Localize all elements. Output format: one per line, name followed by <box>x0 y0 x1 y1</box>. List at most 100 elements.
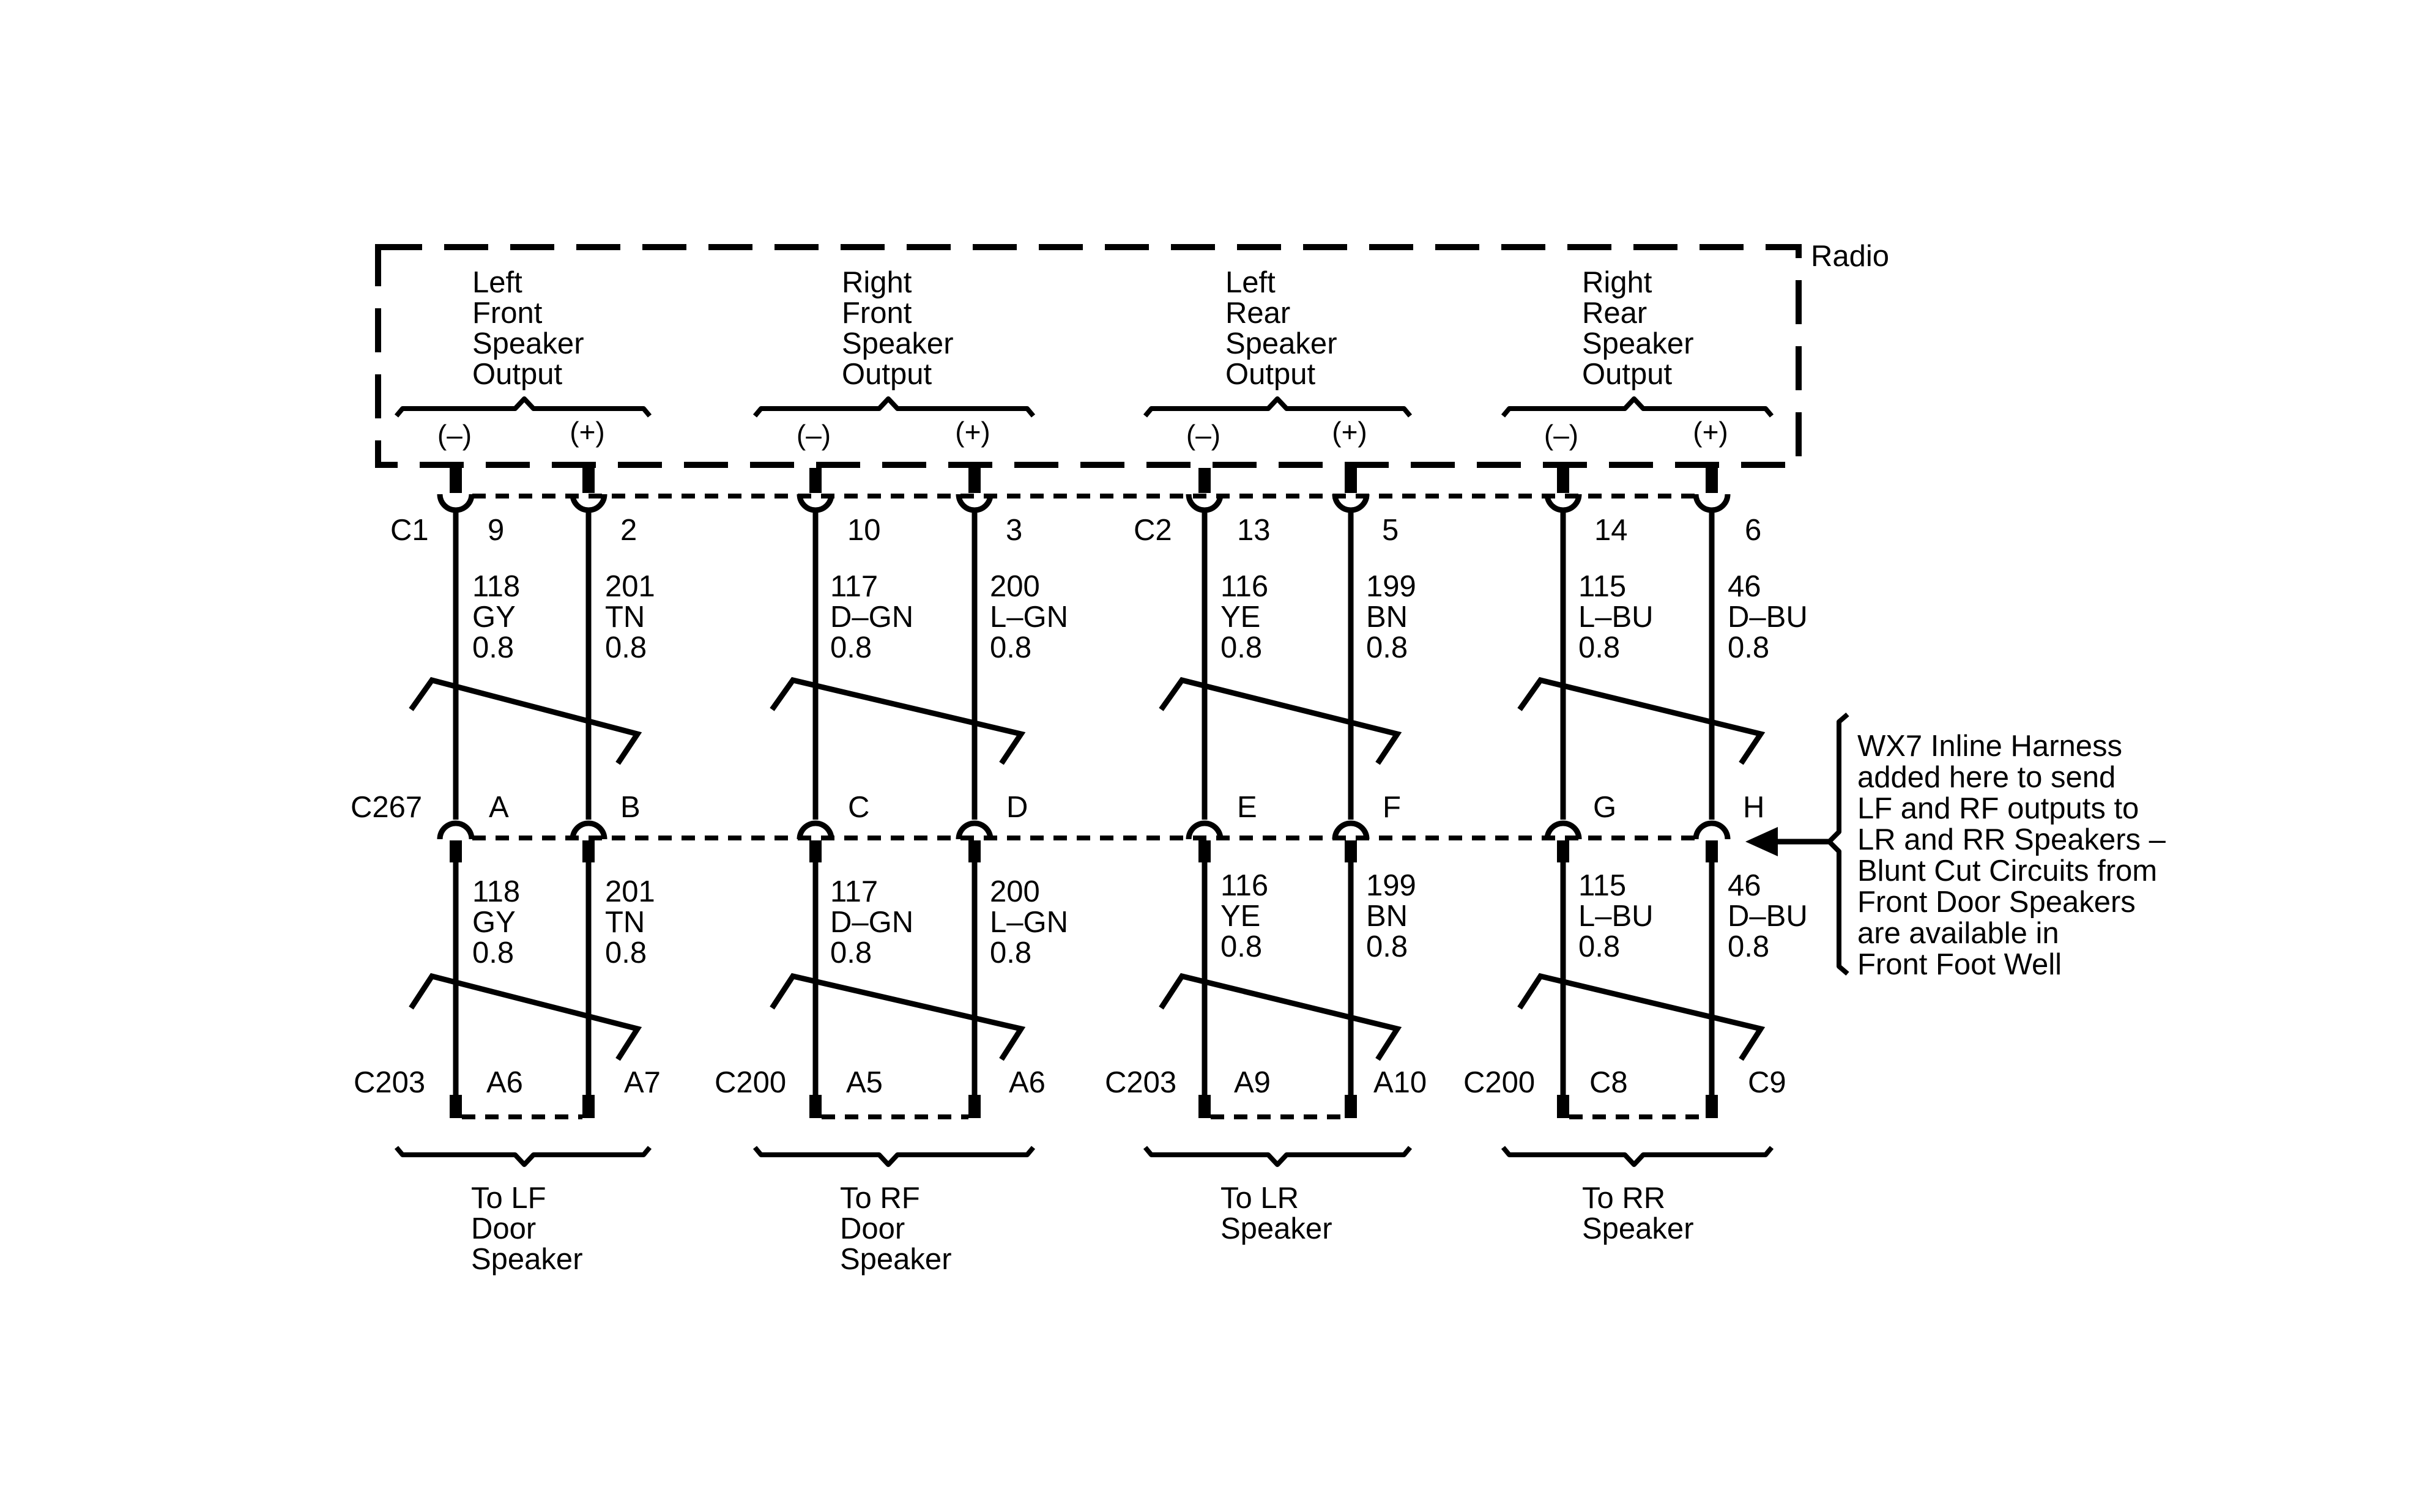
svg-text:2: 2 <box>620 514 637 547</box>
svg-text:200: 200 <box>990 875 1040 908</box>
svg-text:Speaker: Speaker <box>1225 327 1337 360</box>
svg-text:Output: Output <box>1582 358 1672 391</box>
bottom-braces <box>394 1146 1774 1167</box>
svg-text:0.8: 0.8 <box>605 936 647 969</box>
svg-text:6: 6 <box>1745 514 1761 547</box>
svg-text:(–): (–) <box>437 419 472 451</box>
radio-terminals <box>437 468 1731 513</box>
svg-text:D–GN: D–GN <box>830 906 913 939</box>
svg-text:Door: Door <box>840 1212 905 1245</box>
svg-text:C203: C203 <box>354 1066 425 1099</box>
svg-text:D–BU: D–BU <box>1728 900 1808 933</box>
svg-text:Speaker: Speaker <box>840 1243 952 1276</box>
svg-text:Left: Left <box>472 266 522 299</box>
svg-text:Right: Right <box>1582 266 1652 299</box>
svg-text:5: 5 <box>1382 514 1399 547</box>
svg-text:118: 118 <box>472 570 520 603</box>
svg-text:A7: A7 <box>624 1066 661 1099</box>
output-label-rr: Right Rear Speaker Output <box>1582 266 1694 391</box>
svg-text:Front Door Speakers: Front Door Speakers <box>1857 886 2136 919</box>
svg-text:G: G <box>1593 791 1616 824</box>
svg-text:0.8: 0.8 <box>1366 930 1408 963</box>
svg-text:0.8: 0.8 <box>472 936 514 969</box>
svg-text:0.8: 0.8 <box>830 936 872 969</box>
svg-text:A: A <box>489 791 509 824</box>
svg-text:115: 115 <box>1578 570 1626 603</box>
svg-text:115: 115 <box>1578 869 1626 902</box>
svg-text:0.8: 0.8 <box>1728 631 1769 664</box>
svg-text:200: 200 <box>990 570 1040 603</box>
destination-rf: To RF Door Speaker <box>840 1182 952 1276</box>
svg-text:Speaker: Speaker <box>1220 1212 1332 1245</box>
inline-pin-labels: A B C D E F G H <box>489 791 1764 824</box>
connector-c1: C1 <box>390 514 429 547</box>
svg-text:L–BU: L–BU <box>1578 601 1654 634</box>
lower-twist-symbols <box>409 973 1766 1061</box>
svg-text:Output: Output <box>842 358 932 391</box>
svg-text:To LR: To LR <box>1220 1182 1299 1215</box>
svg-text:0.8: 0.8 <box>1578 631 1620 664</box>
svg-text:10: 10 <box>847 514 881 547</box>
svg-text:A10: A10 <box>1373 1066 1427 1099</box>
svg-text:116: 116 <box>1220 570 1268 603</box>
svg-text:(–): (–) <box>1186 419 1220 451</box>
svg-text:L–GN: L–GN <box>990 601 1068 634</box>
svg-text:C200: C200 <box>715 1066 786 1099</box>
svg-text:0.8: 0.8 <box>1728 930 1769 963</box>
svg-text:F: F <box>1383 791 1401 824</box>
svg-text:C203: C203 <box>1105 1066 1176 1099</box>
radio-enclosure <box>375 244 1802 468</box>
note-brace <box>1827 712 1849 976</box>
svg-text:B: B <box>620 791 641 824</box>
svg-text:Front: Front <box>842 297 912 330</box>
svg-text:(–): (–) <box>797 419 831 451</box>
svg-text:0.8: 0.8 <box>1366 631 1408 664</box>
svg-text:Blunt Cut Circuits from: Blunt Cut Circuits from <box>1857 854 2157 888</box>
svg-text:A5: A5 <box>846 1066 883 1099</box>
svg-text:(–): (–) <box>1544 419 1578 451</box>
svg-text:A6: A6 <box>486 1066 523 1099</box>
svg-text:(+): (+) <box>1693 416 1728 448</box>
svg-text:E: E <box>1237 791 1257 824</box>
svg-text:46: 46 <box>1728 869 1761 902</box>
destination-lr: To LR Speaker <box>1220 1182 1332 1245</box>
upper-twist-symbols <box>409 676 1766 765</box>
svg-text:are available in: are available in <box>1857 917 2059 950</box>
svg-text:D–GN: D–GN <box>830 601 913 634</box>
svg-text:added here to send: added here to send <box>1857 761 2116 794</box>
svg-text:201: 201 <box>605 570 655 603</box>
svg-text:YE: YE <box>1220 601 1260 634</box>
svg-text:0.8: 0.8 <box>605 631 647 664</box>
svg-text:(+): (+) <box>1332 416 1367 448</box>
svg-text:L–BU: L–BU <box>1578 900 1654 933</box>
output-label-lr: Left Rear Speaker Output <box>1225 266 1337 391</box>
bottom-connector-labels: C203 C200 C203 C200 <box>354 1066 1535 1099</box>
svg-text:0.8: 0.8 <box>472 631 514 664</box>
connector-c267: C267 <box>351 791 422 824</box>
svg-text:46: 46 <box>1728 570 1761 603</box>
upper-wire-labels: 118 GY 0.8 201 TN 0.8 117 D–GN 0.8 200 L… <box>472 570 1808 664</box>
svg-text:Right: Right <box>842 266 912 299</box>
svg-text:LR and RR Speakers –: LR and RR Speakers – <box>1857 823 2166 856</box>
svg-text:(+): (+) <box>570 416 605 448</box>
svg-text:13: 13 <box>1237 514 1271 547</box>
svg-text:TN: TN <box>605 906 645 939</box>
svg-text:3: 3 <box>1006 514 1022 547</box>
svg-text:WX7 Inline Harness: WX7 Inline Harness <box>1857 730 2122 763</box>
svg-text:0.8: 0.8 <box>990 631 1031 664</box>
svg-text:117: 117 <box>830 570 878 603</box>
svg-text:116: 116 <box>1220 869 1268 902</box>
polarity-labels: (–) (+) (–) (+) (–) (+) (–) (+) <box>437 416 1728 451</box>
svg-text:14: 14 <box>1594 514 1628 547</box>
svg-text:Left: Left <box>1225 266 1276 299</box>
output-label-rf: Right Front Speaker Output <box>842 266 954 391</box>
svg-text:Rear: Rear <box>1225 297 1290 330</box>
svg-text:Front Foot Well: Front Foot Well <box>1857 948 2062 981</box>
radio-label: Radio <box>1811 240 1889 273</box>
svg-text:Front: Front <box>472 297 543 330</box>
svg-text:D–BU: D–BU <box>1728 601 1808 634</box>
svg-text:C8: C8 <box>1589 1066 1628 1099</box>
svg-text:Speaker: Speaker <box>1582 1212 1694 1245</box>
svg-text:0.8: 0.8 <box>990 936 1031 969</box>
svg-text:To RR: To RR <box>1582 1182 1665 1215</box>
